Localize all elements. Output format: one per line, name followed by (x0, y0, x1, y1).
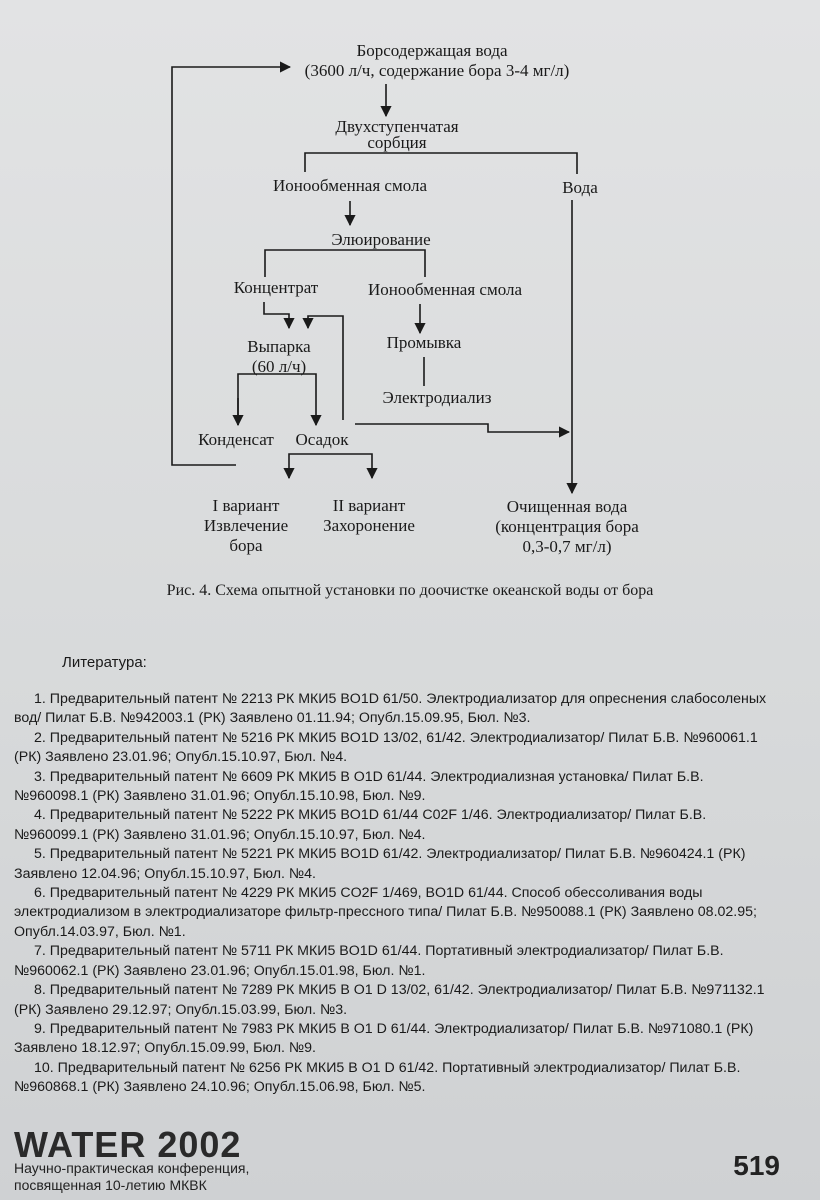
conference-line-1: Научно-практическая конференция, (14, 1160, 250, 1176)
reference-item: 4. Предварительный патент № 5222 РК МКИ5… (14, 807, 707, 843)
node-concentrate: Концентрат (234, 278, 319, 297)
connector-elution-split (264, 249, 426, 277)
reference-item: 9. Предварительный патент № 7983 РК МКИ5… (14, 1020, 754, 1057)
node-purified-line1: Очищенная вода (507, 497, 628, 516)
reference-item: 5. Предварительный патент № 5221 РК МКИ5… (14, 846, 746, 882)
node-evaporation-line2: (60 л/ч) (252, 357, 306, 376)
reference-item: 10. Предварительный патент № 6256 РК МКИ… (14, 1059, 741, 1096)
node-evaporation-line1: Выпарка (247, 337, 311, 356)
reference-item: 1. Предварительный патент № 2213 РК МКИ5… (14, 691, 767, 727)
connector-electrodialysis-water (355, 423, 571, 438)
node-variant2-line1: II вариант (333, 496, 406, 515)
node-purified-line3: 0,3-0,7 мг/л) (522, 537, 611, 556)
node-resin2: Ионообменная смола (368, 280, 523, 299)
reference-item: 6. Предварительный патент № 4229 РК МКИ5… (14, 885, 757, 940)
conference-logo: WATER 2002 (14, 1124, 242, 1165)
connector-sediment-split (288, 453, 378, 480)
flow-diagram: Борсодержащая вода (3600 л/ч, содержание… (171, 41, 639, 556)
connector-concentrate-evaporation (263, 302, 295, 330)
node-electrodialysis: Электродиализ (383, 388, 492, 407)
node-source-line2: (3600 л/ч, содержание бора 3-4 мг/л) (305, 61, 570, 80)
conference-line-2: посвященная 10-летию МКВК (14, 1177, 207, 1193)
page-number: 519 (733, 1150, 780, 1181)
node-variant1-line1: I вариант (213, 496, 281, 515)
literature-title: Литература: (62, 654, 147, 671)
connector-electrodialysis-evaporation (302, 315, 344, 420)
node-variant1-line3: бора (229, 536, 263, 555)
node-source-line1: Борсодержащая вода (356, 41, 508, 60)
node-sediment: Осадок (296, 430, 350, 449)
node-variant2-line2: Захоронение (323, 516, 415, 535)
node-sorption-line1: Двухступенчатая (335, 117, 458, 136)
node-resin1: Ионообменная смола (273, 176, 428, 195)
connector-sorption-split (304, 152, 578, 174)
connector-recycle-loop (171, 61, 292, 466)
connector-evaporation-split (237, 373, 322, 427)
diagram-connectors (171, 61, 578, 495)
node-sorption-line2: сорбция (367, 133, 426, 152)
reference-item: 3. Предварительный патент № 6609 РК МКИ5… (14, 768, 704, 805)
reference-item: 7. Предварительный патент № 5711 РК МКИ5… (14, 943, 724, 979)
reference-item: 8. Предварительный патент № 7289 РК МКИ5… (14, 982, 765, 1018)
node-elution: Элюирование (331, 230, 430, 249)
node-water: Вода (562, 178, 598, 197)
node-purified-line2: (концентрация бора (495, 517, 639, 536)
node-condensate: Конденсат (198, 430, 274, 449)
reference-list: 1. Предварительный патент № 2213 РК МКИ5… (14, 690, 774, 1098)
figure-caption: Рис. 4. Схема опытной установки по доочи… (166, 582, 654, 599)
node-variant1-line2: Извлечение (204, 516, 288, 535)
node-washing: Промывка (387, 333, 462, 352)
reference-item: 2. Предварительный патент № 5216 РК МКИ5… (14, 729, 758, 766)
